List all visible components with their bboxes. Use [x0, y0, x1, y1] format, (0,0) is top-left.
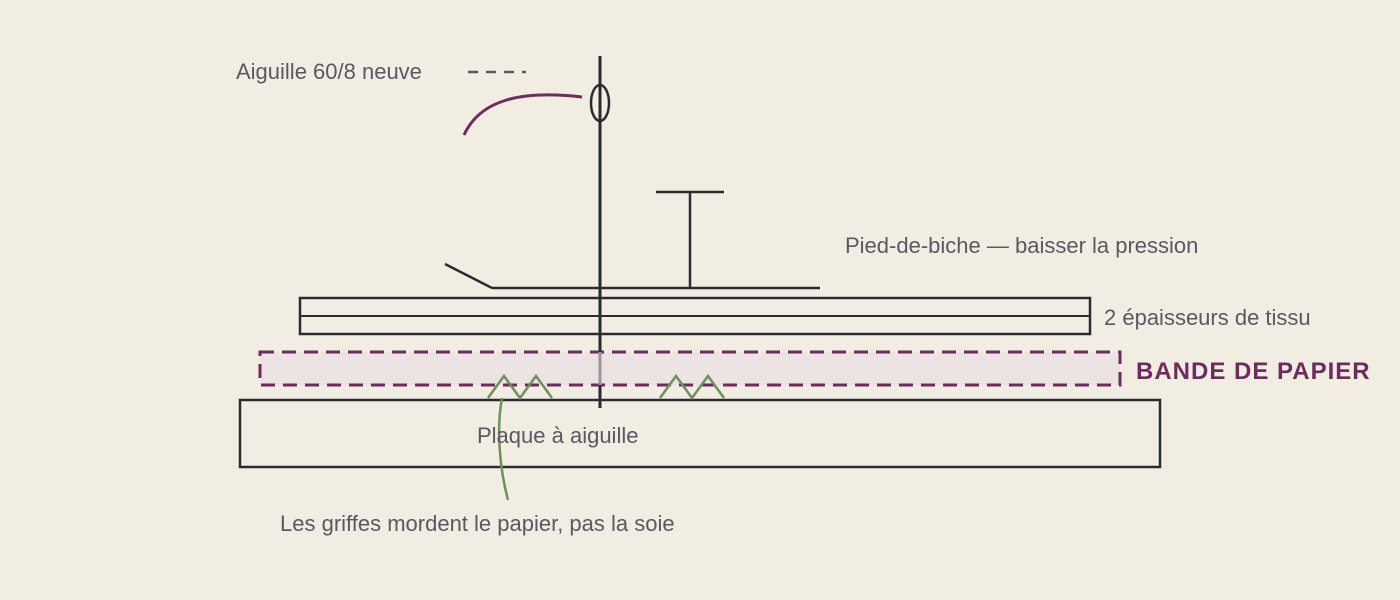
needle-plate — [238, 398, 1162, 469]
paper-strip-label: BANDE DE PAPIER — [1136, 358, 1371, 385]
presser-foot-label: Pied-de-biche — baisser la pression — [845, 233, 1198, 258]
fabric-label: 2 épaisseurs de tissu — [1104, 305, 1311, 330]
needle-eye — [589, 83, 611, 123]
paper-strip — [258, 350, 1122, 387]
feed-dogs-label: Les griffes mordent le papier, pas la so… — [280, 511, 675, 536]
presser-foot-toe — [444, 262, 493, 290]
thread — [462, 93, 583, 136]
feed-dogs-leader — [497, 397, 510, 501]
needle-plate-label: Plaque à aiguille — [477, 423, 638, 448]
feed-dogs-left — [486, 373, 554, 401]
needle-label: Aiguille 60/8 neuve — [236, 59, 422, 84]
feed-dogs-right — [658, 373, 726, 401]
